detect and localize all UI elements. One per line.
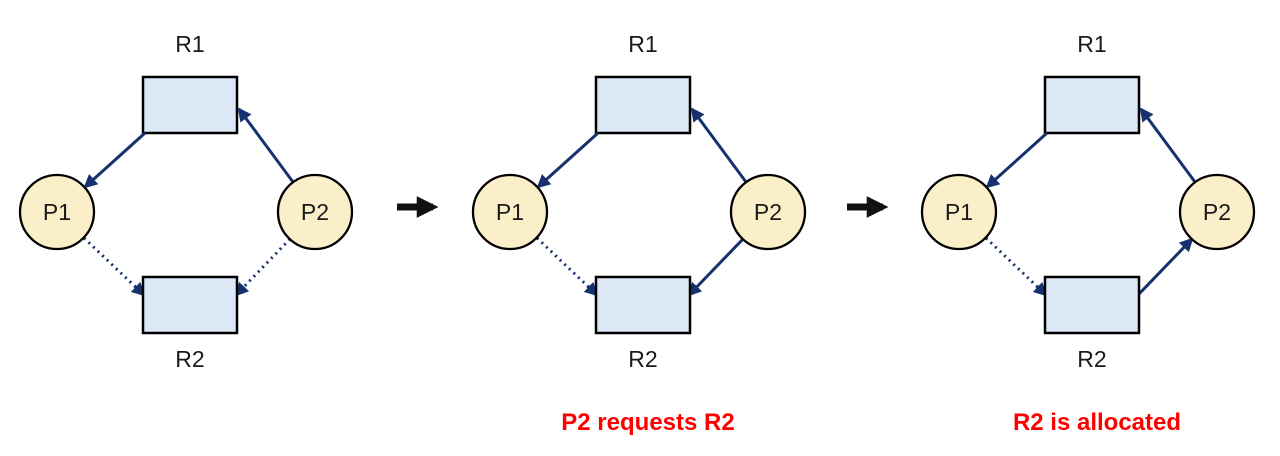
panel-r2-is-allocated: R1 P1 P2 R2 R2 is allocated [920,31,1256,436]
resource-r1-label: R1 [628,31,657,57]
resource-r2-label: R2 [1077,346,1106,372]
edge-p1-to-r2-dotted [984,236,1048,297]
edge-r1-to-p1 [985,131,1049,189]
resource-r2-label: R2 [175,346,204,372]
panel-p2-requests-r2: R1 P1 P2 R2 P2 requests R2 [471,31,807,436]
panel-caption: R2 is allocated [1013,409,1181,436]
process-p2-label: P2 [754,199,782,225]
edge-p1-to-r2-dotted [82,236,146,297]
resource-r1-box [141,75,239,135]
process-p2-node [276,173,354,251]
edge-r1-to-p1 [83,131,147,189]
process-p2-label: P2 [1203,199,1231,225]
process-p1-label: P1 [496,199,524,225]
panel-caption: P2 requests R2 [561,409,734,436]
edge-p2-to-r1 [690,107,748,183]
process-p2-label: P2 [301,199,329,225]
process-p1-node [920,173,998,251]
edge-p2-to-r1 [1139,107,1197,183]
process-p2-node [729,173,807,251]
edge-r1-to-p1 [536,131,600,189]
resource-r2-box [141,275,239,335]
panel-initial-state: R1 P1 P2 R2 [18,31,354,372]
edge-p2-to-r2-solid [687,237,745,297]
process-p1-label: P1 [945,199,973,225]
process-p1-node [18,173,96,251]
edge-p2-to-r1 [237,107,295,183]
edge-r2-to-p2-solid [1136,237,1194,297]
edge-p1-to-r2-dotted [535,236,599,297]
resource-r1-box [1043,75,1141,135]
resource-r1-label: R1 [1077,31,1106,57]
resource-r2-box [1043,275,1141,335]
process-p1-node [471,173,549,251]
resource-r1-label: R1 [175,31,204,57]
resource-r1-box [594,75,692,135]
resource-r2-box [594,275,692,335]
edge-p2-to-r2-dotted [234,237,292,297]
process-p2-node [1178,173,1256,251]
process-p1-label: P1 [43,199,71,225]
resource-r2-label: R2 [628,346,657,372]
